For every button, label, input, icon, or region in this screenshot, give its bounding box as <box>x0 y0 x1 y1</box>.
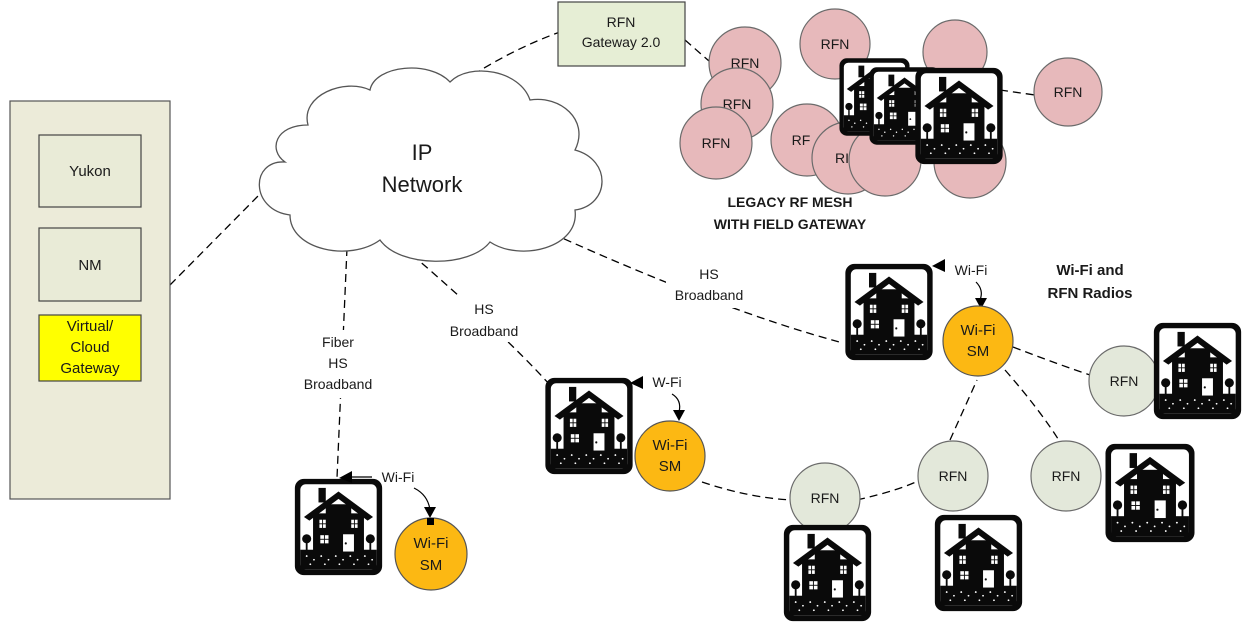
yukon-box[interactable]: Yukon <box>38 134 142 208</box>
link-hs-mid <box>401 245 551 386</box>
rfn-label: RFN <box>723 96 752 112</box>
rfn-label-partial: RI <box>835 150 849 166</box>
nm-box[interactable]: NM <box>38 227 142 302</box>
wifi-sm-label-1: Wi-Fi <box>961 322 996 339</box>
cloud-gateway-box[interactable]: Virtual/ Cloud Gateway <box>38 314 142 382</box>
link-hs-right <box>539 227 844 344</box>
rfn-label: RFN <box>811 490 840 506</box>
yukon-label: Yukon <box>69 163 111 180</box>
link-labels: Fiber HS Broadband HS Broadband HS Broad… <box>300 262 756 398</box>
ip-network-label-2: Network <box>382 172 464 197</box>
fiber-label-3: Broadband <box>304 376 373 392</box>
arrowhead-icon <box>932 259 945 272</box>
wifi-label-middle: W-Fi <box>652 374 681 390</box>
hs-mid-label-2: Broadband <box>450 323 519 339</box>
ip-network-label-1: IP <box>412 140 433 165</box>
premise-right: Wi-Fi Wi-Fi SM <box>845 259 1014 377</box>
cloud-gateway-label-3: Gateway <box>60 360 120 377</box>
link-sm-right-rfn-lower <box>1004 369 1061 443</box>
link-sm-right-rfn <box>1012 346 1091 376</box>
legacy-mesh-caption-1: LEGACY RF MESH <box>728 194 853 210</box>
rfn-label-partial: RF <box>792 132 811 148</box>
wifi-sm-label-1: Wi-Fi <box>414 535 449 552</box>
wifi-sm-label-2: SM <box>420 557 443 574</box>
rfn-label: RFN <box>1054 84 1083 100</box>
link-rfn-sm-right <box>949 379 978 441</box>
link-rfn-rfn <box>856 479 921 501</box>
legacy-mesh-caption-2: WITH FIELD GATEWAY <box>714 216 867 232</box>
arrowhead-icon <box>339 471 352 483</box>
arrowhead-icon <box>975 298 987 309</box>
house-icon <box>934 514 1023 612</box>
rfn-mesh-green: RFN RFN RFN RFN <box>783 322 1242 622</box>
hs-mid-label-1: HS <box>474 301 493 317</box>
rfn-gateway-box[interactable]: RFN Gateway 2.0 <box>557 1 686 67</box>
link-panel-cloud <box>169 191 263 286</box>
wifi-sm-middle[interactable]: Wi-Fi SM <box>634 420 706 492</box>
rfn-gateway-label-1: RFN <box>607 14 636 30</box>
rfn-gateway-label-2: Gateway 2.0 <box>582 34 661 50</box>
house-icon <box>915 67 1003 165</box>
wifi-sm-label-2: SM <box>659 458 682 475</box>
wifi-sm-left[interactable]: Wi-Fi SM <box>394 517 468 591</box>
house-icon <box>783 524 872 622</box>
rfn-label: RFN <box>939 468 968 484</box>
wifi-sm-label-1: Wi-Fi <box>653 437 688 454</box>
house-icon <box>845 263 933 361</box>
arrowhead-icon <box>424 507 436 518</box>
network-links <box>169 31 1091 501</box>
wifi-rfn-caption-2: RFN Radios <box>1047 285 1132 302</box>
premise-middle: W-Fi Wi-Fi SM <box>545 374 706 492</box>
fiber-label-2: HS <box>328 355 347 371</box>
arrowhead-icon <box>630 376 643 389</box>
fiber-label-1: Fiber <box>322 334 354 350</box>
rfn-node-green[interactable]: RFN <box>1088 345 1160 417</box>
rfn-label: RFN <box>1110 373 1139 389</box>
wifi-rfn-caption: Wi-Fi and RFN Radios <box>1047 262 1132 302</box>
cloud-gateway-label-1: Virtual/ <box>67 318 114 335</box>
rfn-node-pink-right[interactable]: RFN <box>1033 57 1103 127</box>
nm-label: NM <box>78 257 101 274</box>
legacy-mesh-cluster: RFN RFN RFN RFN RF RI RFN <box>679 8 1103 232</box>
house-icon <box>545 377 633 475</box>
house-icon <box>294 478 383 576</box>
hs-right-label-1: HS <box>699 266 718 282</box>
arrowhead-icon <box>673 410 685 421</box>
hs-right-label-2: Broadband <box>675 287 744 303</box>
rfn-label: RFN <box>702 135 731 151</box>
rfn-node-green[interactable]: RFN <box>789 462 861 534</box>
rfn-node-green[interactable]: RFN <box>917 440 989 512</box>
cloud-gateway-label-2: Cloud <box>70 339 109 356</box>
rfn-node-green[interactable]: RFN <box>1030 440 1102 512</box>
rfn-label: RFN <box>1052 468 1081 484</box>
ip-network-cloud: IP Network <box>258 67 603 262</box>
rfn-node-pink[interactable]: RFN <box>679 106 753 180</box>
link-mesh-rfn-right <box>999 89 1036 96</box>
wifi-rfn-caption-1: Wi-Fi and <box>1056 262 1123 279</box>
link-cloud-gateway <box>461 31 561 83</box>
wifi-label-right: Wi-Fi <box>955 262 988 278</box>
premise-left: Wi-Fi Wi-Fi SM <box>294 469 468 591</box>
house-icon <box>1105 443 1195 543</box>
wifi-sm-label-2: SM <box>967 343 990 360</box>
house-icon <box>1153 322 1242 420</box>
wifi-sm-right[interactable]: Wi-Fi SM <box>942 305 1014 377</box>
rfn-label: RFN <box>821 36 850 52</box>
server-panel: Yukon NM Virtual/ Cloud Gateway <box>9 100 171 500</box>
wifi-label-left: Wi-Fi <box>382 469 415 485</box>
link-sm-mid-rfn <box>701 481 793 501</box>
rfn-label: RFN <box>731 55 760 71</box>
